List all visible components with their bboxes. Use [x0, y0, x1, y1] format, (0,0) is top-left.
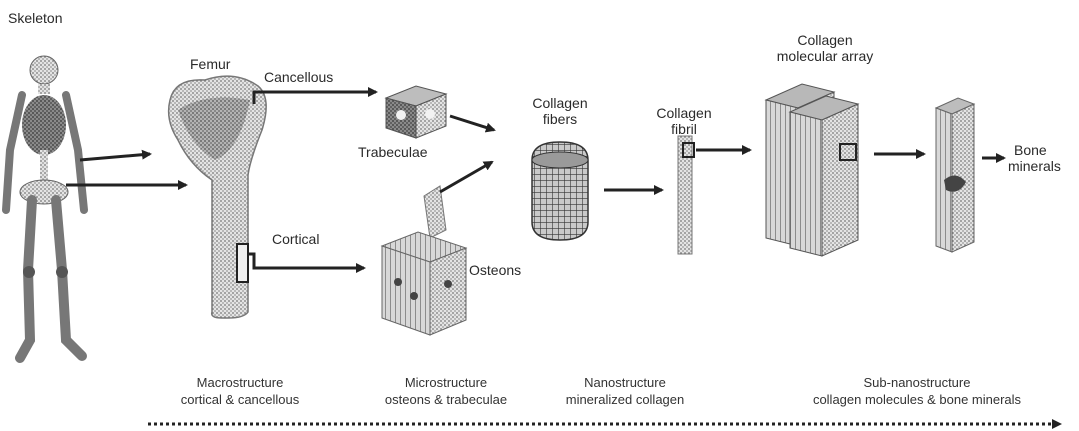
label-cancellous: Cancellous	[264, 69, 333, 85]
collagen-fibril-rod	[678, 136, 694, 254]
cortical-sample-box	[237, 244, 248, 282]
collagen-fibers-cylinder	[532, 142, 588, 240]
scale-macro-subtitle: cortical & cancellous	[150, 391, 330, 408]
scale-macro: Macrostructure cortical & cancellous	[150, 374, 330, 408]
label-cortical: Cortical	[272, 231, 319, 247]
label-collagen-fibril-line1: Collagen	[647, 105, 721, 121]
scale-subnano-title: Sub-nanostructure	[762, 374, 1072, 391]
label-collagen-fibers: Collagen fibers	[523, 95, 597, 127]
label-bone-minerals: Bone minerals	[1008, 142, 1061, 174]
label-collagen-fibers-line2: fibers	[523, 111, 597, 127]
label-skeleton: Skeleton	[8, 10, 62, 26]
label-collagen-fibers-line1: Collagen	[523, 95, 597, 111]
label-osteons: Osteons	[469, 262, 521, 278]
label-trabeculae: Trabeculae	[358, 144, 428, 160]
scale-micro-title: Microstructure	[364, 374, 528, 391]
scale-nano-subtitle: mineralized collagen	[540, 391, 710, 408]
label-collagen-fibril-line2: fibril	[647, 121, 721, 137]
scale-nano: Nanostructure mineralized collagen	[540, 374, 710, 408]
label-molecular-array-line2: molecular array	[760, 48, 890, 64]
femur-bone	[169, 76, 267, 318]
scale-micro: Microstructure osteons & trabeculae	[364, 374, 528, 408]
scale-nano-title: Nanostructure	[540, 374, 710, 391]
scale-subnano-subtitle: collagen molecules & bone minerals	[762, 391, 1072, 408]
collagen-molecules-strands	[936, 98, 974, 252]
scale-macro-title: Macrostructure	[150, 374, 330, 391]
label-molecular-array-line1: Collagen	[760, 32, 890, 48]
scale-micro-subtitle: osteons & trabeculae	[364, 391, 528, 408]
trabeculae-block	[386, 86, 446, 138]
label-collagen-molecular-array: Collagen molecular array	[760, 32, 890, 64]
scale-subnano: Sub-nanostructure collagen molecules & b…	[762, 374, 1072, 408]
label-collagen-fibril: Collagen fibril	[647, 105, 721, 137]
label-bone-minerals-line1: Bone	[1008, 142, 1061, 158]
label-femur: Femur	[190, 56, 230, 72]
skeleton-figure	[6, 56, 84, 358]
collagen-molecular-array	[766, 84, 858, 256]
osteons-block	[382, 186, 466, 335]
label-bone-minerals-line2: minerals	[1008, 158, 1061, 174]
